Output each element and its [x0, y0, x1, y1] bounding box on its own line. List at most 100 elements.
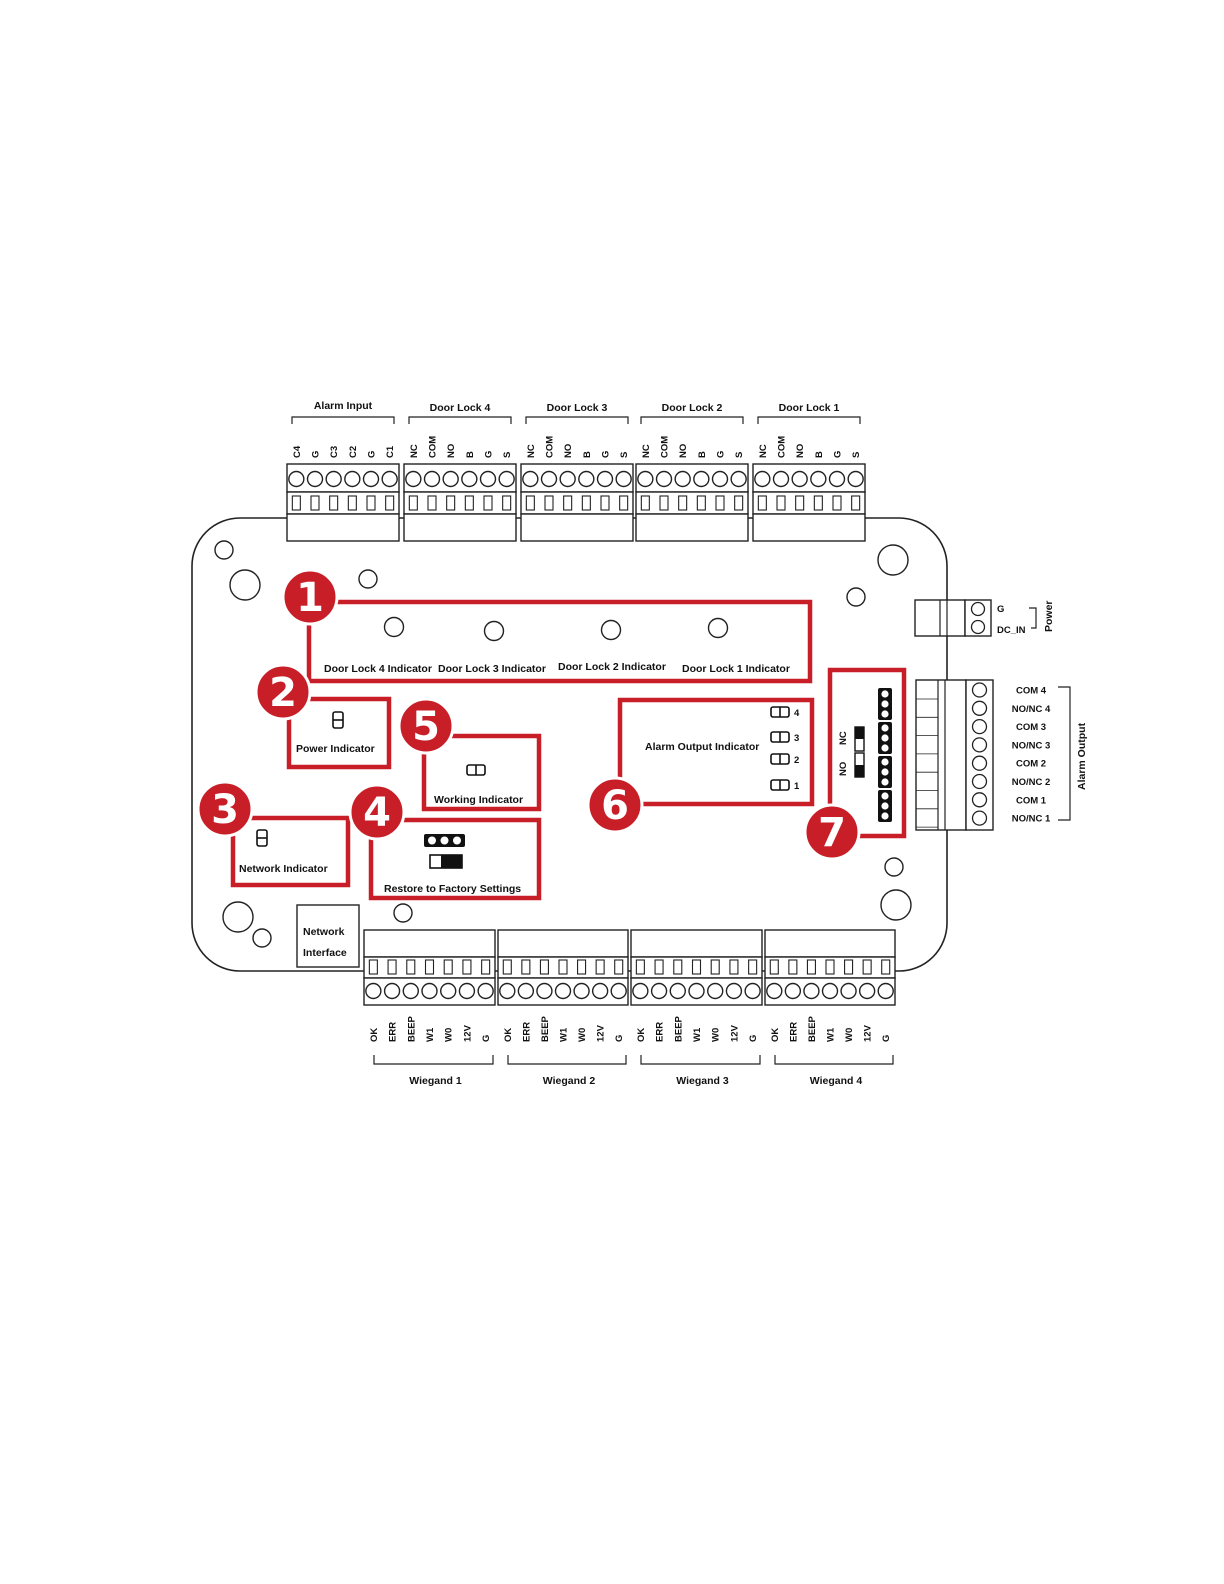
network-indicator-label: Network Indicator — [239, 863, 328, 875]
bottom-group-title: Wiegand 3 — [676, 1075, 729, 1087]
bottom-pin-label: BEEP — [673, 1015, 684, 1042]
door-lock-3-indicator-label: Door Lock 3 Indicator — [438, 663, 546, 675]
bottom-pin-label: W1 — [826, 1027, 837, 1042]
bottom-pin-label: BEEP — [540, 1015, 551, 1042]
alarm-output-pin-label: NO/NC 4 — [1012, 704, 1051, 715]
top-pin-label: C4 — [292, 445, 303, 458]
top-pin-label: NO — [563, 444, 574, 458]
bottom-pin-label: G — [881, 1035, 892, 1042]
alarm-output-led-number: 4 — [794, 708, 800, 719]
power-led-icon — [332, 711, 344, 729]
bottom-pin-label: W0 — [577, 1028, 588, 1042]
alarm-output-title: Alarm Output — [1076, 722, 1088, 790]
top-pin-label: NO — [446, 444, 457, 458]
restore-switch-icon — [429, 854, 463, 869]
door-lock-2-indicator-label: Door Lock 2 Indicator — [558, 661, 666, 673]
top-pin-label: S — [734, 452, 745, 458]
alarm-output-led-icon — [770, 731, 790, 743]
mounting-holes — [214, 540, 912, 948]
alarm-output-led-number: 1 — [794, 781, 800, 792]
bottom-group-title: Wiegand 2 — [543, 1075, 596, 1087]
restore-factory-label: Restore to Factory Settings — [384, 883, 521, 895]
bottom-block-1: OK ERR BEEP W1 W0 12V G Wiegand 2 — [497, 929, 629, 1087]
bottom-pin-label: W0 — [711, 1028, 722, 1042]
top-group-title: Alarm Input — [314, 400, 373, 412]
alarm-output-pin-label: COM 4 — [1016, 686, 1047, 697]
alarm-output-pin-label: COM 2 — [1016, 759, 1046, 770]
working-led-icon — [466, 764, 486, 776]
top-pin-label: COM — [428, 436, 439, 458]
callout-4-restore-factory: Restore to Factory Settings 4 — [348, 783, 542, 901]
working-indicator-label: Working Indicator — [434, 794, 523, 806]
top-pin-label: NO — [795, 444, 806, 458]
power-title: Power — [1043, 600, 1055, 632]
top-pin-label: S — [619, 452, 630, 458]
callout-number-1: 1 — [296, 575, 324, 621]
callout-number-6: 6 — [601, 783, 629, 829]
bottom-group-title: Wiegand 4 — [810, 1075, 863, 1087]
top-pin-label: S — [851, 452, 862, 458]
power-pin-dcin: DC_IN — [997, 625, 1026, 636]
bottom-group-title: Wiegand 1 — [409, 1075, 462, 1087]
bottom-pin-label: 12V — [596, 1024, 607, 1042]
alarm-output-led-number: 3 — [794, 733, 799, 744]
bottom-pin-label: OK — [636, 1028, 647, 1042]
bottom-pin-label: ERR — [521, 1022, 532, 1042]
callout-2-power-indicator: Power Indicator 2 — [254, 663, 392, 770]
network-interface-port: Network Interface — [296, 904, 360, 968]
bottom-pin-label: W1 — [425, 1027, 436, 1042]
alarm-output-pin-label: COM 1 — [1016, 795, 1047, 806]
callout-number-4: 4 — [363, 790, 391, 836]
network-interface-line1: Network — [303, 926, 345, 938]
top-group-title: Door Lock 1 — [779, 402, 840, 414]
top-pin-label: G — [601, 451, 612, 458]
network-interface-line2: Interface — [303, 947, 347, 959]
bottom-pin-label: W0 — [844, 1028, 855, 1042]
alarm-output-pin-label: COM 3 — [1016, 722, 1046, 733]
bottom-pin-label: 12V — [729, 1024, 740, 1042]
restore-jumper-icon — [424, 834, 465, 847]
callout-3-network-indicator: Network Indicator 3 — [196, 780, 351, 888]
bottom-pin-label: W0 — [444, 1028, 455, 1042]
top-pin-label: COM — [660, 436, 671, 458]
bottom-pin-label: 12V — [462, 1024, 473, 1042]
alarm-output-led-icon — [770, 753, 790, 765]
callout-number-2: 2 — [269, 670, 297, 716]
top-pin-label: G — [484, 451, 495, 458]
top-pin-label: NC — [641, 444, 652, 458]
top-group-title: Door Lock 4 — [430, 402, 491, 414]
top-pin-label: NC — [758, 444, 769, 458]
alarm-output-led-icon — [770, 779, 790, 791]
top-pin-label: B — [814, 451, 825, 458]
bottom-pin-label: OK — [503, 1028, 514, 1042]
top-pin-label: B — [582, 451, 593, 458]
bottom-pin-label: OK — [770, 1028, 781, 1042]
bottom-pin-label: OK — [369, 1028, 380, 1042]
top-pin-label: G — [716, 451, 727, 458]
door-lock-1-indicator-label: Door Lock 1 Indicator — [682, 663, 790, 675]
callout-1-door-lock-indicators: Door Lock 4 Indicator Door Lock 3 Indica… — [281, 568, 813, 684]
top-pin-label: G — [311, 451, 322, 458]
callout-number-3: 3 — [211, 787, 239, 833]
top-pin-label: C1 — [385, 445, 396, 458]
bottom-pin-label: W1 — [559, 1027, 570, 1042]
power-indicator-label: Power Indicator — [296, 743, 375, 755]
top-pin-label: B — [465, 451, 476, 458]
alarm-output-indicator-label: Alarm Output Indicator — [645, 741, 759, 753]
top-pin-label: G — [367, 451, 378, 458]
top-pin-label: G — [833, 451, 844, 458]
bottom-pin-label: G — [614, 1035, 625, 1042]
callout-number-5: 5 — [412, 704, 440, 750]
top-pin-label: NC — [526, 444, 537, 458]
top-pin-label: C3 — [329, 446, 340, 458]
